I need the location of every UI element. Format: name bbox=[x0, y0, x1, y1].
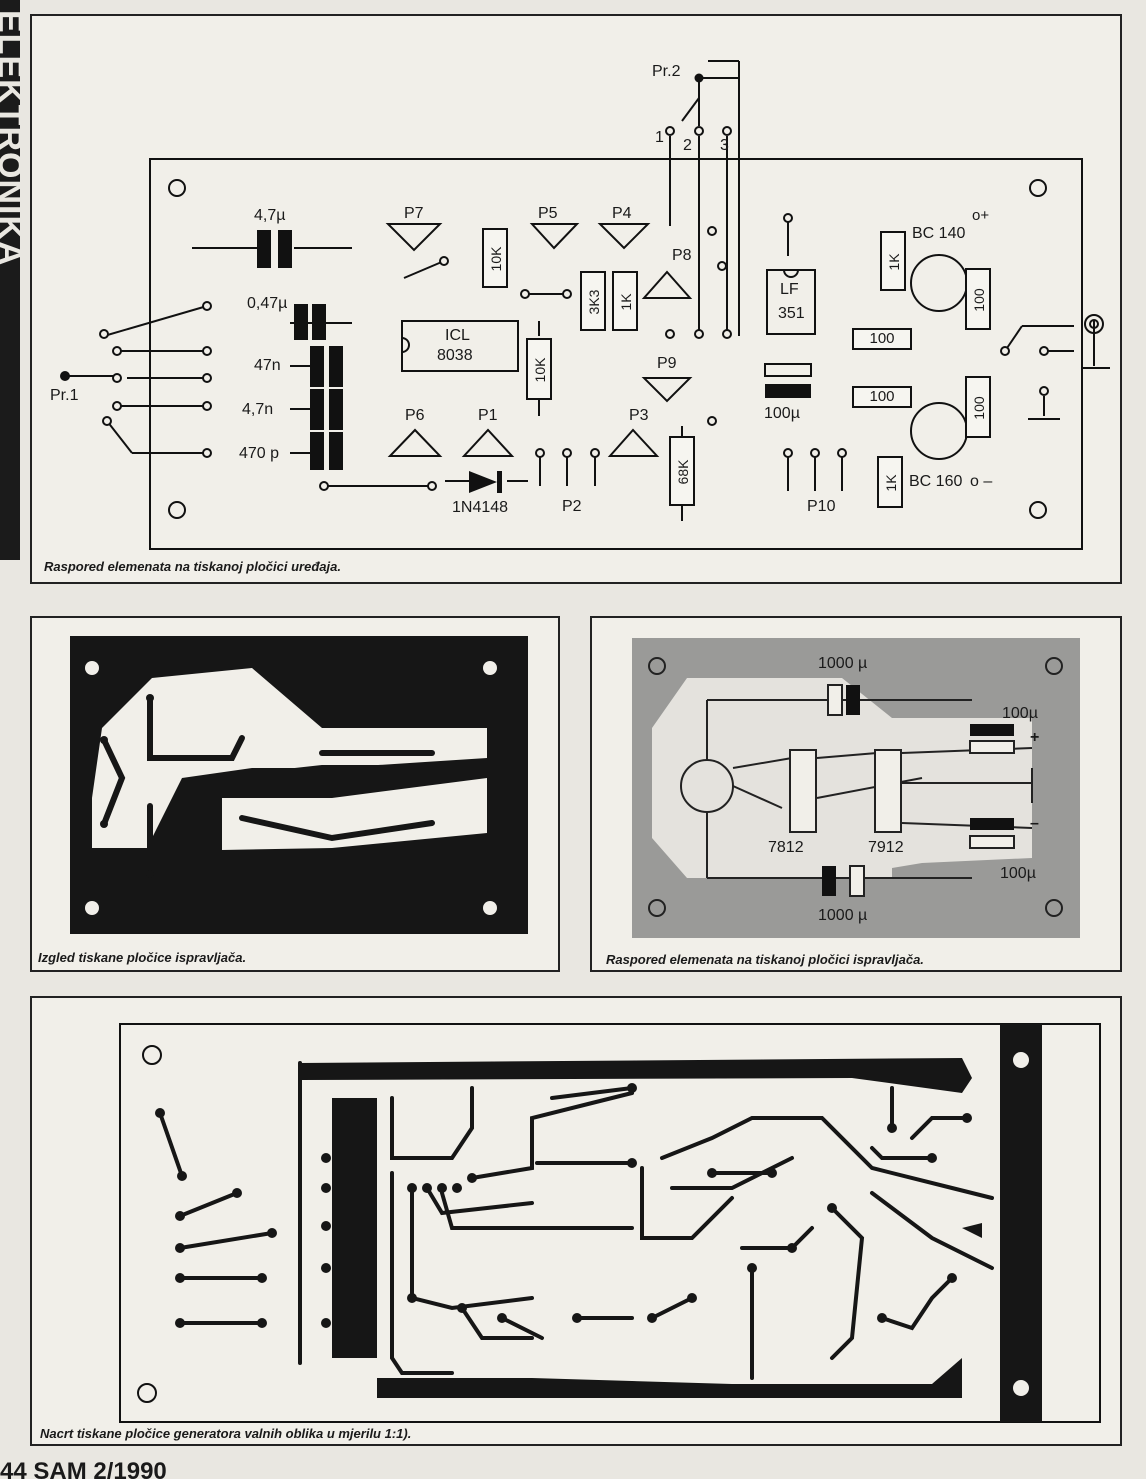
resistor-10k-mid: 10K bbox=[526, 338, 552, 400]
capacitor-1000u-bottom: 1000 µ bbox=[818, 907, 868, 924]
resistor-100-b: 100 bbox=[852, 386, 912, 408]
figure3-caption: Raspored elemenata na tiskanoj pločici i… bbox=[606, 952, 924, 967]
resistor-68k: 68K bbox=[669, 436, 695, 506]
pr2-position-2: 2 bbox=[683, 137, 692, 154]
resistor-1k-mid: 1K bbox=[612, 271, 638, 331]
section-label: ELEKTRONIKA bbox=[0, 10, 20, 267]
ic-icl8038-line2: 8038 bbox=[437, 347, 473, 364]
capacitor-label-470p: 470 p bbox=[239, 445, 280, 462]
switch-pr2-label: Pr.2 bbox=[652, 63, 681, 80]
output-plus: + bbox=[1030, 729, 1040, 746]
preset-p6: P6 bbox=[405, 407, 425, 424]
switch-pr1-label: Pr.1 bbox=[50, 387, 79, 404]
generator-pcb-artwork bbox=[119, 1023, 1101, 1423]
figure-rectifier-pcb: Izgled tiskane pločice ispravljača. bbox=[30, 616, 560, 972]
preset-p10: P10 bbox=[807, 498, 836, 515]
capacitor-label-100u: 100µ bbox=[764, 405, 800, 422]
preset-p8: P8 bbox=[672, 247, 692, 264]
preset-p5: P5 bbox=[538, 205, 558, 222]
output-minus: – bbox=[1030, 815, 1039, 832]
resistor-1k-bottom-right: 1K bbox=[877, 456, 903, 508]
regulator-7812: 7812 bbox=[768, 839, 804, 856]
transistor-bc160: BC 160 bbox=[909, 473, 963, 490]
preset-p7: P7 bbox=[404, 205, 424, 222]
figure-generator-pcb: Nacrt tiskane pločice generatora valnih … bbox=[30, 996, 1122, 1446]
supply-plus: o+ bbox=[972, 207, 990, 224]
figure-rectifier-layout: 1000 µ 100µ 100µ 1000 µ 7812 7912 + – Ra… bbox=[590, 616, 1122, 972]
capacitor-label-47n: 47n bbox=[254, 357, 281, 374]
figure-component-layout: Pr.2 1 2 3 4,7µ 0,47µ 47n 4,7n 470 p 100… bbox=[30, 14, 1122, 584]
schematic-layout-drawing bbox=[60, 60, 1110, 550]
capacitor-label-0u47: 0,47µ bbox=[247, 295, 288, 312]
capacitor-1000u-top: 1000 µ bbox=[818, 655, 868, 672]
regulator-7912: 7912 bbox=[868, 839, 904, 856]
resistor-10k-top: 10K bbox=[482, 228, 508, 288]
preset-p9: P9 bbox=[657, 355, 677, 372]
ic-icl8038-line1: ICL bbox=[445, 327, 470, 344]
preset-p1: P1 bbox=[478, 407, 498, 424]
preset-p2: P2 bbox=[562, 498, 582, 515]
capacitor-100u-bottom: 100µ bbox=[1000, 865, 1036, 882]
resistor-100-c: 100 bbox=[965, 268, 991, 330]
rectifier-layout-drawing bbox=[632, 638, 1080, 938]
section-sidebar: ELEKTRONIKA bbox=[0, 0, 20, 560]
transistor-bc140: BC 140 bbox=[912, 225, 966, 242]
preset-p4: P4 bbox=[612, 205, 632, 222]
diode-label: 1N4148 bbox=[452, 499, 509, 516]
capacitor-label-4n7: 4,7n bbox=[242, 401, 274, 418]
resistor-100-a: 100 bbox=[852, 328, 912, 350]
preset-p3: P3 bbox=[629, 407, 649, 424]
page-footer: 44 SAM 2/1990 bbox=[0, 1462, 167, 1479]
figure1-caption: Raspored elemenata na tiskanoj pločici u… bbox=[44, 559, 341, 574]
resistor-3k3: 3K3 bbox=[580, 271, 606, 331]
capacitor-100u-top: 100µ bbox=[1002, 705, 1038, 722]
supply-minus: o – bbox=[970, 473, 993, 490]
ic-lf351-line1: LF bbox=[780, 281, 799, 298]
resistor-1k-top-right: 1K bbox=[880, 231, 906, 291]
capacitor-label-4u7: 4,7µ bbox=[254, 207, 286, 224]
pr2-position-1: 1 bbox=[655, 129, 664, 146]
rectifier-pcb-artwork bbox=[70, 636, 528, 934]
resistor-100-d: 100 bbox=[965, 376, 991, 438]
ic-lf351-line2: 351 bbox=[778, 305, 805, 322]
figure4-caption: Nacrt tiskane pločice generatora valnih … bbox=[40, 1426, 412, 1441]
pr2-position-3: 3 bbox=[720, 137, 729, 154]
figure2-caption: Izgled tiskane pločice ispravljača. bbox=[38, 950, 247, 965]
